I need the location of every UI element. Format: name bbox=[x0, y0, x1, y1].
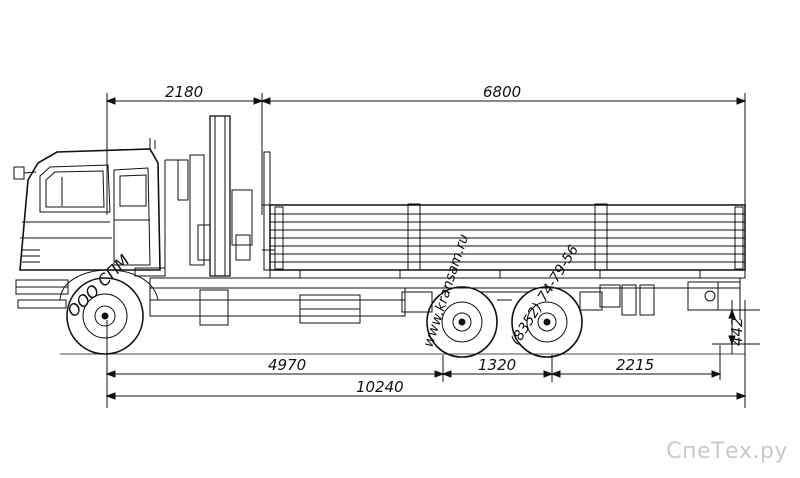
bottom-dimension-lines bbox=[105, 300, 747, 408]
dim-rear-height: 442 bbox=[728, 317, 746, 346]
phone-stamp: (8352) 74-79-56 bbox=[508, 242, 582, 348]
truck-cab bbox=[13, 138, 166, 277]
dim-tandem: 1320 bbox=[478, 356, 516, 374]
loader-crane bbox=[164, 115, 275, 277]
company-stamp: ООО СПМ bbox=[63, 251, 133, 321]
dim-cab-to-body: 2180 bbox=[165, 83, 203, 101]
website-stamp: www.kransam.ru bbox=[421, 232, 473, 349]
dim-wheelbase: 4970 bbox=[268, 356, 306, 374]
chassis-frame bbox=[149, 277, 741, 326]
top-dimension-lines bbox=[105, 93, 747, 215]
watermark-text: СпеТех.ру bbox=[666, 439, 788, 464]
rear-wheel-1 bbox=[426, 286, 498, 358]
dim-body-length: 6800 bbox=[483, 83, 521, 101]
rear-wheel-2 bbox=[511, 286, 583, 358]
front-bumper bbox=[15, 279, 69, 309]
rear-height-dimension bbox=[712, 300, 760, 354]
front-wheel-arch bbox=[59, 269, 159, 301]
dim-overall-length: 10240 bbox=[356, 378, 404, 396]
cargo-platform bbox=[269, 203, 746, 279]
dim-rear-overhang: 2215 bbox=[616, 356, 654, 374]
